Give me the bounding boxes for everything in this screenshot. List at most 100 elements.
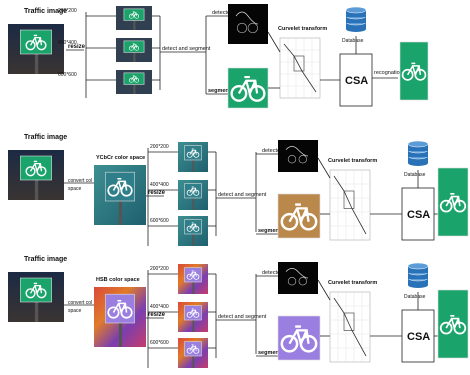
convert-label: convert col xyxy=(68,178,92,184)
database-disc xyxy=(408,278,428,285)
database-icon xyxy=(345,6,367,32)
connector-line xyxy=(317,157,331,179)
sign-pole xyxy=(133,83,136,94)
csa-label: CSA xyxy=(407,331,430,343)
sign-pole xyxy=(133,51,136,62)
edge-background xyxy=(278,140,318,172)
space-label: space xyxy=(68,308,82,314)
csa-label: CSA xyxy=(407,209,430,221)
resized-photo xyxy=(116,38,152,62)
resized-photo xyxy=(178,216,208,246)
photo-sign xyxy=(123,8,145,21)
sign-pole xyxy=(192,232,195,246)
pipeline-row: Traffic imageresize200*200400*400600*600… xyxy=(8,4,429,109)
size-label: 400*400 xyxy=(150,182,169,188)
edge-background xyxy=(278,262,318,294)
recognized-sign xyxy=(437,167,469,237)
size-label: 400*400 xyxy=(58,40,77,46)
database-disc xyxy=(346,16,366,23)
photo-sign xyxy=(184,219,202,235)
sign-pole xyxy=(192,196,195,210)
curvelet-label: Curvelet transform xyxy=(328,280,377,286)
photo-sign xyxy=(184,267,202,283)
database-disc-top xyxy=(407,262,429,270)
edge-detection-map xyxy=(278,140,318,172)
row-title: Traffic image xyxy=(24,134,67,141)
database-disc xyxy=(408,272,428,279)
edge-background xyxy=(228,4,268,44)
detecte-label: detecte xyxy=(262,148,280,154)
curvelet-curve xyxy=(333,297,367,357)
resize-label: resize xyxy=(148,190,166,196)
resized-photo xyxy=(178,264,208,294)
sign-pole xyxy=(34,177,39,200)
curvelet-box xyxy=(293,55,305,72)
sign-pole xyxy=(192,318,195,332)
color-space-label: HSB color space xyxy=(96,277,140,283)
photo-sign xyxy=(20,277,52,303)
connector-line xyxy=(317,279,331,301)
photo-sign xyxy=(184,341,202,357)
curvelet-curve xyxy=(283,43,317,93)
database-disc xyxy=(346,10,366,17)
input-photo xyxy=(8,272,64,322)
database-disc xyxy=(408,150,428,157)
detect-segment-label: detect and segment xyxy=(162,46,211,52)
database-label: Database xyxy=(342,38,364,44)
sign-pole xyxy=(133,19,136,30)
recognized-sign xyxy=(437,289,469,359)
resized-photo xyxy=(178,338,208,368)
recognized-sign xyxy=(399,41,429,101)
segmented-sign xyxy=(227,67,269,109)
curvelet-curve xyxy=(333,175,367,235)
database-disc-top xyxy=(345,6,367,14)
row-title: Traffic image xyxy=(24,256,67,263)
size-label: 600*600 xyxy=(150,218,169,224)
database-bottom xyxy=(408,282,428,288)
edge-detection-map xyxy=(228,4,268,44)
edge-stroke xyxy=(285,146,309,157)
photo-sign xyxy=(184,145,202,161)
size-label: 400*400 xyxy=(150,304,169,310)
detecte-label: detecte xyxy=(262,270,280,276)
resize-label: resize xyxy=(68,44,86,50)
edge-stroke xyxy=(247,22,258,34)
resize-label: resize xyxy=(148,312,166,318)
edge-detection-map xyxy=(278,262,318,294)
database-bottom xyxy=(346,26,366,32)
photo-sign xyxy=(184,183,202,199)
resized-photo xyxy=(178,142,208,172)
edge-stroke xyxy=(287,277,297,286)
size-label: 600*600 xyxy=(150,340,169,346)
curvelet-plot xyxy=(279,37,321,99)
edge-stroke xyxy=(287,155,297,164)
size-label: 200*200 xyxy=(150,144,169,150)
edge-stroke xyxy=(235,11,259,25)
photo-sign xyxy=(184,305,202,321)
segment-label: segment xyxy=(208,88,231,94)
size-label: 600*600 xyxy=(58,72,77,78)
detect-segment-label: detect and segment xyxy=(218,314,267,320)
csa-label: CSA xyxy=(345,75,368,87)
curvelet-label: Curvelet transform xyxy=(278,26,327,32)
edge-stroke xyxy=(298,277,307,286)
input-photo xyxy=(8,150,64,200)
sign-pole xyxy=(34,299,39,322)
database-icon xyxy=(407,140,429,166)
sign-pole xyxy=(34,51,39,74)
convert-label: convert col xyxy=(68,300,92,306)
sign-pole xyxy=(118,320,123,347)
photo-sign xyxy=(20,155,52,181)
detecte-label: detecte xyxy=(212,10,230,16)
database-icon xyxy=(407,262,429,288)
sign-pole xyxy=(192,280,195,294)
connector-line xyxy=(267,31,281,53)
pipeline-row: Traffic image convert col space HSB color s… xyxy=(8,256,469,368)
curvelet-plot xyxy=(329,169,371,241)
resized-photo xyxy=(178,302,208,332)
input-photo xyxy=(8,24,64,74)
curvelet-plot xyxy=(329,291,371,363)
edge-stroke xyxy=(236,22,248,34)
database-disc xyxy=(408,156,428,163)
